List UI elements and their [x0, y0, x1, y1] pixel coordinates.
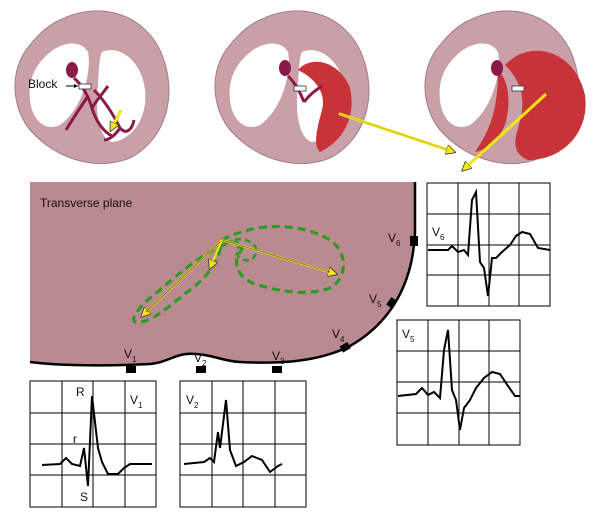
- heart-3-av-node: [491, 60, 503, 76]
- electrode-v1: [126, 366, 136, 373]
- heart-1: Block: [14, 10, 170, 164]
- transverse-plane-label: Transverse plane: [40, 196, 133, 210]
- block-label: Block: [28, 77, 58, 91]
- electrode-v2: [196, 366, 206, 373]
- electrode-v6: [410, 236, 418, 246]
- svg-text:6: 6: [396, 239, 401, 248]
- svg-text:1: 1: [138, 401, 143, 410]
- electrode-label-v5: V 5: [369, 292, 382, 309]
- heart-3: [424, 10, 586, 164]
- electrode-label-v2: V 2: [194, 351, 207, 368]
- heart-2-chamber-left: [229, 43, 289, 128]
- heart-2-av-node: [279, 60, 291, 76]
- wave-label-r-small: r: [73, 432, 77, 446]
- svg-text:V: V: [369, 292, 377, 306]
- ecg-trace-v5: [397, 329, 520, 431]
- electrode-label-v3: V 3: [272, 349, 285, 366]
- electrode-label-v4: V 4: [332, 327, 345, 344]
- electrode-label-v1: V 1: [124, 347, 137, 364]
- svg-text:V: V: [272, 349, 280, 363]
- heart-2-depolarized-wall: [298, 61, 352, 152]
- heart-2-block-marker: [293, 85, 307, 92]
- heart-3-depolarized-wall: [505, 50, 586, 160]
- heart-1-block-pointer-head: [74, 84, 78, 88]
- heart-1-chamber-right: [96, 50, 146, 143]
- heart-3-to-v6-arrow: [463, 93, 547, 170]
- svg-text:V: V: [432, 225, 440, 239]
- heart-1-arrow: [109, 109, 123, 130]
- ecg-trace-v2: [183, 399, 283, 474]
- heart-1-block-marker: [78, 83, 92, 90]
- vector-arrow-initial: [210, 239, 223, 268]
- svg-text:3: 3: [280, 357, 285, 366]
- svg-text:4: 4: [340, 335, 345, 344]
- ecg-trace-v6: [428, 188, 551, 297]
- svg-text:V: V: [130, 393, 138, 407]
- svg-text:6: 6: [440, 233, 445, 242]
- svg-text:V: V: [402, 327, 410, 341]
- wave-label-r-big: R: [76, 385, 85, 399]
- vector-loop: [132, 225, 345, 324]
- ecg-panel-v5: V 5: [396, 319, 521, 446]
- svg-text:V: V: [332, 327, 340, 341]
- chest-wall-edge: [29, 182, 417, 367]
- electrode-v4: [339, 342, 351, 353]
- svg-text:V: V: [186, 393, 194, 407]
- svg-text:V: V: [194, 351, 202, 365]
- ecg-panel-v6: V 6: [426, 182, 551, 307]
- ecg-trace-v1: [41, 395, 152, 487]
- ecg-panel-v1: R r S V 1: [29, 380, 157, 508]
- heart-1-av-node: [66, 62, 78, 78]
- svg-text:2: 2: [202, 359, 207, 368]
- svg-text:2: 2: [194, 401, 199, 410]
- electrode-v3: [272, 366, 282, 373]
- heart-3-chamber-left: [439, 43, 499, 128]
- heart-2: [214, 10, 370, 164]
- wave-label-s: S: [80, 490, 88, 504]
- svg-text:V: V: [388, 231, 396, 245]
- ecg-panel-v2: V 2: [179, 380, 307, 508]
- heart-2-to-v6-arrow: [338, 112, 454, 152]
- svg-text:V: V: [124, 347, 132, 361]
- electrode-label-v6: V 6: [388, 231, 401, 248]
- transverse-plane: [30, 182, 415, 366]
- electrode-v5: [386, 297, 398, 309]
- vector-arrow-lateral-edge: [221, 239, 331, 273]
- heart-2-to-v6-arrow-outline: [339, 113, 447, 150]
- svg-text:5: 5: [377, 300, 382, 309]
- svg-text:5: 5: [410, 335, 415, 344]
- heart-3-septum-depolarized: [475, 70, 509, 152]
- heart-3-block-marker: [511, 85, 525, 92]
- vector-arrow-right-edge: [145, 239, 223, 313]
- svg-text:1: 1: [132, 355, 137, 364]
